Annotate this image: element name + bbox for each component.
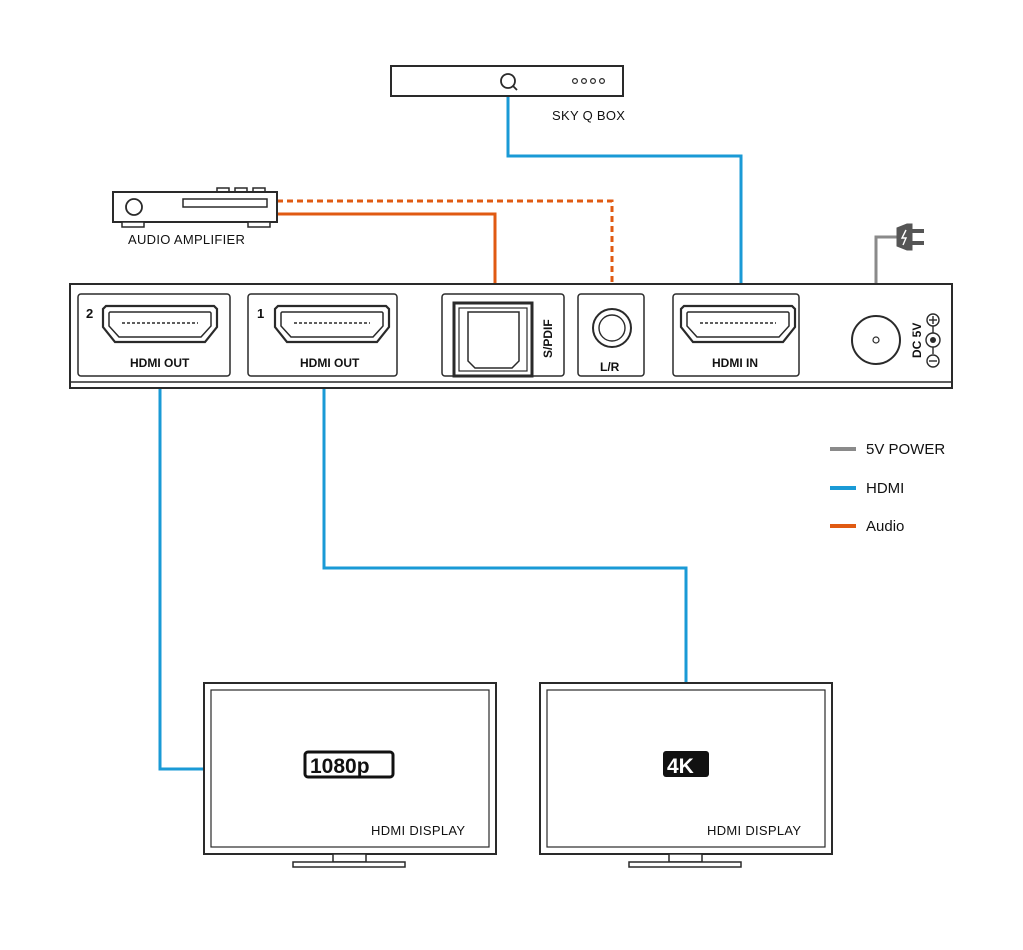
hdmi-port-icon: [101, 304, 219, 344]
resolution-badge-text: 1080p: [310, 755, 370, 778]
spdif-port-inner: [458, 307, 528, 372]
legend-label-audio: Audio: [866, 518, 904, 535]
port-label: L/R: [600, 360, 620, 374]
amplifier-foot: [247, 221, 271, 228]
sky-q-box: SKY Q BOX: [390, 65, 625, 123]
power-plug-icon: [896, 223, 924, 251]
amplifier-foot: [121, 221, 145, 228]
amplifier-volume-knob-icon: [125, 198, 143, 216]
sky-q-box-logo-icon: [500, 73, 516, 89]
display-stand: [292, 861, 406, 868]
display-screen: [546, 689, 826, 848]
port-label: DC 5V: [910, 323, 924, 358]
port-dc: DC 5V: [851, 313, 941, 368]
spdif-port-socket: [467, 311, 520, 369]
hdmi-splitter: 2 HDMI OUT 1 HDMI OUT S/PDIF: [69, 283, 953, 389]
resolution-badge-4k: [663, 751, 709, 777]
sky-q-box-button-icon: [580, 77, 587, 84]
port-frame: [247, 293, 398, 377]
plug-pin: [912, 241, 924, 245]
legend-label-hdmi: HDMI: [866, 480, 904, 497]
plug-body: [896, 223, 913, 251]
port-lr: L/R: [577, 293, 645, 377]
audio-amplifier: AUDIO AMPLIFIER: [112, 187, 278, 247]
audio-cable-lr: [277, 199, 614, 328]
port-label: S/PDIF: [541, 319, 555, 358]
dc-jack-pin: [872, 336, 880, 344]
port-label: HDMI OUT: [130, 356, 190, 370]
legend-label-power: 5V POWER: [866, 441, 945, 458]
port-label: HDMI OUT: [300, 356, 360, 370]
port-number: 2: [86, 306, 93, 321]
port-hdmi-in: HDMI IN: [672, 293, 800, 377]
hdmi-cable-input: [506, 96, 743, 322]
plug-bolt: [900, 229, 908, 246]
hdmi-port-icon: [273, 304, 391, 344]
display-neck: [332, 853, 367, 863]
display-stand: [628, 861, 742, 868]
sky-q-box-logo-tail: [512, 85, 518, 91]
polarity-minus-icon: [926, 354, 940, 368]
hdmi-cable-out2: [158, 325, 205, 771]
display-left: 1080p HDMI DISPLAY: [203, 682, 497, 868]
sky-q-box-button-icon: [598, 77, 605, 84]
display-neck: [668, 853, 703, 863]
hdmi-port-inner: [686, 311, 790, 338]
hdmi-port-inner: [108, 311, 212, 338]
port-hdmi-out-2: 2 HDMI OUT: [77, 293, 231, 377]
display-right: 4K HDMI DISPLAY: [539, 682, 833, 868]
plug-pin: [912, 229, 924, 233]
amplifier-label: AUDIO AMPLIFIER: [128, 232, 245, 247]
port-frame: [577, 293, 645, 377]
audio-jack-inner: [598, 314, 626, 342]
sky-q-box-body: [390, 65, 624, 97]
display-label: HDMI DISPLAY: [371, 823, 465, 838]
spdif-port-icon: [452, 301, 534, 378]
port-label: HDMI IN: [712, 356, 758, 370]
amplifier-display: [182, 198, 268, 208]
hdmi-port-icon: [679, 304, 797, 344]
legend: 5V POWER HDMI Audio: [830, 441, 945, 535]
port-frame: [672, 293, 800, 377]
resolution-badge-text: 4K: [667, 755, 694, 778]
resolution-badge-1080p: [303, 750, 395, 779]
port-hdmi-out-1: 1 HDMI OUT: [247, 293, 398, 377]
display-label: HDMI DISPLAY: [707, 823, 801, 838]
port-number: 1: [257, 306, 264, 321]
polarity-center-dot: [930, 337, 936, 343]
hdmi-port-inner: [280, 311, 384, 338]
sky-q-box-button-icon: [571, 77, 578, 84]
sky-q-box-button-icon: [589, 77, 596, 84]
port-spdif: S/PDIF: [441, 293, 565, 378]
sky-q-box-label: SKY Q BOX: [552, 108, 625, 123]
hdmi-cable-out1: [322, 325, 688, 683]
cables: [158, 96, 905, 771]
port-frame: [77, 293, 231, 377]
